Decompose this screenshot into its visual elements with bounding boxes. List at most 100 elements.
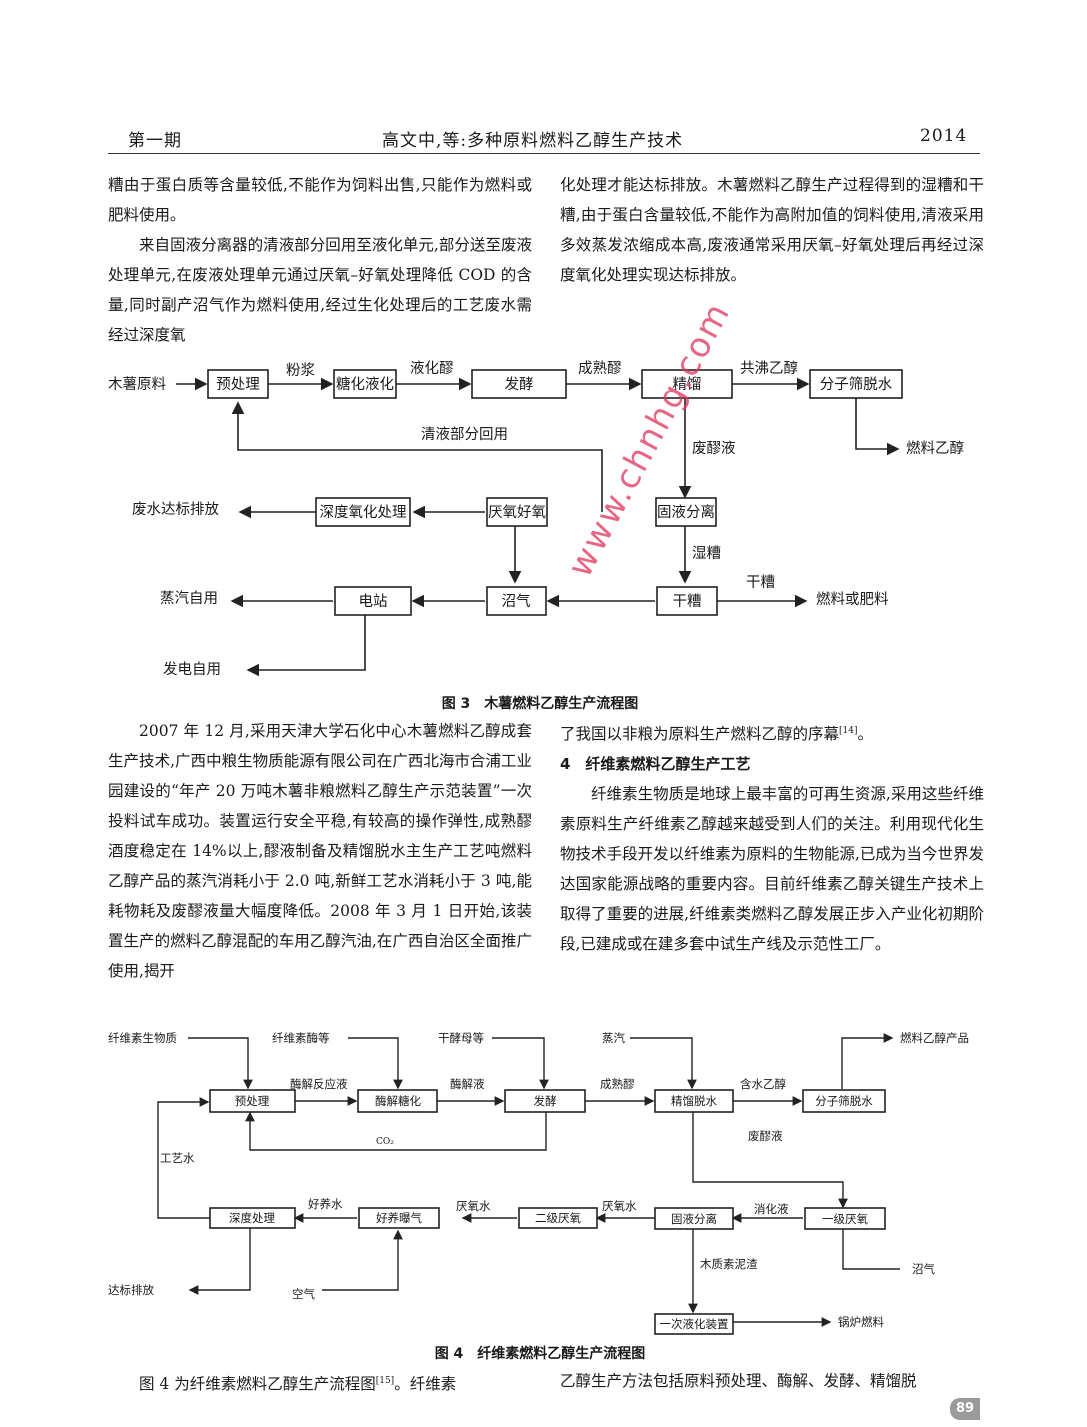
box-primary-anaerobic xyxy=(804,1207,886,1230)
body-column-right-bottom: 乙醇生产方法包括原料预处理、酶解、发酵、精馏脱 xyxy=(560,1366,984,1396)
label-cellulase: 纤维素酶等 xyxy=(272,1031,330,1045)
label-fuel-or-fertilizer: 燃料或肥料 xyxy=(816,590,889,608)
label-dried-grains: 干糟 xyxy=(673,593,702,610)
label-deep-oxidation: 深度氧化处理 xyxy=(320,504,407,521)
reference-marker: [14] xyxy=(839,726,858,736)
label-fermentation: 发酵 xyxy=(534,1094,557,1108)
label-digestate: 消化液 xyxy=(754,1202,789,1216)
label-biogas: 沼气 xyxy=(502,593,531,610)
paragraph: 来自固液分离器的清液部分回用至液化单元,部分送至废液处理单元,在废液处理单元通过… xyxy=(108,236,532,344)
body-column-right-mid: 了我国以非粮为原料生产燃料乙醇的序幕[14]。 4 纤维素燃料乙醇生产工艺 纤维… xyxy=(560,716,984,959)
body-column-left-bottom: 图 4 为纤维素燃料乙醇生产流程图[15]。纤维素 xyxy=(108,1366,532,1399)
label-lignin-sludge: 木质素泥渣 xyxy=(700,1257,758,1271)
paragraph-text-end: 。 xyxy=(857,725,874,744)
label-mature-mash: 成熟醪 xyxy=(600,1077,635,1091)
label-aqueous-ethanol: 含水乙醇 xyxy=(740,1077,786,1091)
body-column-left-top: 糟由于蛋白质等含量较低,不能作为饲料出售,只能作为燃料或肥料使用。 来自固液分离… xyxy=(108,170,532,350)
paragraph-text-end: 。纤维素 xyxy=(394,1375,457,1394)
paragraph: 乙醇生产方法包括原料预处理、酶解、发酵、精馏脱 xyxy=(560,1372,917,1390)
label-power-self-use: 发电自用 xyxy=(163,661,221,678)
figure-4-caption: 图 4 纤维素燃料乙醇生产流程图 xyxy=(434,1346,646,1362)
label-pretreatment: 预处理 xyxy=(216,376,260,393)
label-power-station: 电站 xyxy=(359,593,388,610)
label-wet-grains: 湿糟 xyxy=(692,545,721,562)
label-fuel-ethanol-product: 燃料乙醇产品 xyxy=(900,1031,969,1045)
label-solid-liquid-separation: 固液分离 xyxy=(657,504,715,521)
label-discharge-standard: 达标排放 xyxy=(108,1283,154,1297)
figure-3-flowchart: 预处理 糖化液化 发酵 精馏 分子筛脱水 深度氧化处理 厌氧好氧 固液分离 电站… xyxy=(108,360,964,678)
label-mature-mash: 成熟醪 xyxy=(578,360,622,377)
box-secondary-anaerobic xyxy=(518,1207,598,1229)
label-steam: 蒸汽 xyxy=(602,1031,625,1045)
paragraph: 图 4 为纤维素燃料乙醇生产流程图[15]。纤维素 xyxy=(108,1366,532,1399)
paragraph: 2007 年 12 月,采用天津大学石化中心木薯燃料乙醇成套生产技术,广西中粮生… xyxy=(108,722,532,980)
label-primary-anaerobic: 一级厌氧 xyxy=(822,1212,868,1226)
label-cassava-input: 木薯原料 xyxy=(108,376,166,393)
label-clear-liquid-recycle: 清液部分回用 xyxy=(421,426,508,443)
header-journal-issue: 第一期 xyxy=(128,131,182,151)
box-aerobic-aeration xyxy=(358,1207,440,1229)
figure-3-caption: 图 3 木薯燃料乙醇生产流程图 xyxy=(441,696,639,712)
box-distillation xyxy=(641,369,733,399)
label-biogas: 沼气 xyxy=(912,1262,935,1276)
box-deep-treatment xyxy=(209,1207,296,1229)
box-saccharification xyxy=(333,369,397,399)
label-hydrolysate: 酶解液 xyxy=(450,1077,485,1091)
label-distillation: 精馏 xyxy=(673,376,702,393)
label-slurry: 粉浆 xyxy=(286,361,315,379)
label-deep-treatment: 深度处理 xyxy=(229,1211,275,1225)
box-fermentation xyxy=(471,369,567,399)
box-dried-grains xyxy=(656,586,718,616)
body-column-right-top: 化处理才能达标排放。木薯燃料乙醇生产过程得到的湿糟和干糟,由于蛋白含量较低,不能… xyxy=(560,170,984,290)
paragraph-text: 图 4 为纤维素燃料乙醇生产流程图 xyxy=(139,1375,376,1394)
label-liquefied-mash: 液化醪 xyxy=(410,360,454,377)
header-year: 2014 xyxy=(920,126,968,146)
paragraph: 纤维素生物质是地球上最丰富的可再生资源,采用这些纤维素原料生产纤维素乙醇越来越受… xyxy=(560,785,984,954)
box-power-station xyxy=(334,586,412,616)
label-wastewater-discharge: 废水达标排放 xyxy=(132,501,219,518)
label-waste-mash: 废醪液 xyxy=(692,440,736,457)
box-liquefaction-unit xyxy=(654,1313,734,1335)
paragraph: 糟由于蛋白质等含量较低,不能作为饲料出售,只能作为燃料或肥料使用。 xyxy=(108,176,532,224)
label-steam-self-use: 蒸汽自用 xyxy=(160,590,218,607)
label-anaerobic-water-1: 厌氧水 xyxy=(456,1199,491,1213)
label-fuel-ethanol: 燃料乙醇 xyxy=(906,439,964,457)
box-enzymatic-hydrolysis xyxy=(357,1089,438,1113)
label-solid-liquid-separation: 固液分离 xyxy=(671,1212,717,1226)
label-saccharification: 糖化液化 xyxy=(336,376,394,393)
label-cellulose-biomass: 纤维素生物质 xyxy=(108,1031,177,1045)
label-aerobic-aeration: 好养曝气 xyxy=(376,1211,422,1225)
paragraph-continued: 了我国以非粮为原料生产燃料乙醇的序幕[14]。 xyxy=(560,716,984,749)
label-waste-mash: 废醪液 xyxy=(748,1129,783,1143)
header-article-title: 高文中,等:多种原料燃料乙醇生产技术 xyxy=(382,131,684,151)
label-molecular-sieve: 分子筛脱水 xyxy=(820,376,893,393)
box-pretreatment xyxy=(209,1089,296,1113)
label-distillation-dehydration: 精馏脱水 xyxy=(671,1094,717,1108)
label-process-water: 工艺水 xyxy=(160,1151,195,1165)
label-pretreatment: 预处理 xyxy=(235,1094,270,1108)
box-distillation-dehydration xyxy=(654,1089,734,1113)
box-biogas xyxy=(486,586,547,616)
label-fermentation: 发酵 xyxy=(505,376,534,393)
label-molecular-sieve: 分子筛脱水 xyxy=(815,1094,873,1108)
body-column-left-mid: 2007 年 12 月,采用天津大学石化中心木薯燃料乙醇成套生产技术,广西中粮生… xyxy=(108,716,532,986)
section-heading: 4 纤维素燃料乙醇生产工艺 xyxy=(560,755,751,774)
label-enzymatic-hydrolysis: 酶解糖化 xyxy=(375,1094,421,1108)
label-hydrolysis-reaction-liquid: 酶解反应液 xyxy=(290,1077,348,1091)
reference-marker: [15] xyxy=(375,1376,395,1386)
label-secondary-anaerobic: 二级厌氧 xyxy=(535,1211,581,1225)
label-air: 空气 xyxy=(292,1287,315,1301)
label-anaerobic-aerobic: 厌氧好氧 xyxy=(488,504,546,521)
label-anaerobic-water-2: 厌氧水 xyxy=(602,1199,637,1213)
box-pretreatment xyxy=(207,369,269,399)
box-anaerobic-aerobic xyxy=(486,497,548,527)
box-deep-oxidation xyxy=(315,497,411,527)
paragraph: 化处理才能达标排放。木薯燃料乙醇生产过程得到的湿糟和干糟,由于蛋白含量较低,不能… xyxy=(560,176,984,284)
figure-4-flowchart: 预处理 酶解糖化 发酵 精馏脱水 分子筛脱水 深度处理 好养曝气 二级厌氧 固液… xyxy=(108,1031,969,1335)
label-liquefaction-unit: 一次液化装置 xyxy=(660,1317,729,1331)
box-fermentation xyxy=(504,1089,586,1113)
label-dry-yeast: 干酵母等 xyxy=(438,1031,484,1045)
label-aerobic-water: 好养水 xyxy=(308,1197,343,1211)
box-molecular-sieve xyxy=(802,1089,886,1113)
paragraph-text: 了我国以非粮为原料生产燃料乙醇的序幕 xyxy=(560,725,840,744)
